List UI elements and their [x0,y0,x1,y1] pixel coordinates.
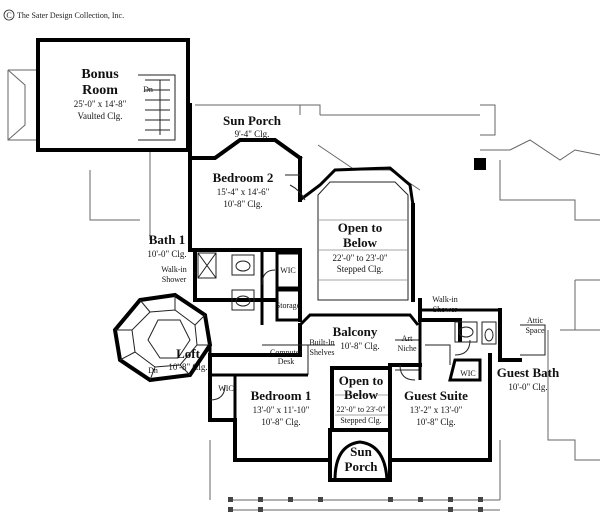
bonus-room-name-1: Bonus [81,67,119,82]
art-niche-1: Art [402,334,413,343]
bonus-room-label: Bonus Room 25'-0" x 14'-8" Vaulted Clg. … [74,67,153,121]
guest-suite-name: Guest Suite [404,388,468,403]
open-below-top-name-1: Open to [338,220,382,235]
bedroom-1-ceiling: 10'-8" Clg. [261,417,300,427]
built-in-shelves-1: Built-In [309,338,334,347]
guest-suite-dims: 13'-2" x 13'-0" [410,405,463,415]
bonus-room-stair: Dn [143,85,153,94]
open-below-bottom-outline [330,366,392,432]
art-niche-2: Niche [397,344,417,353]
deck-posts [228,158,486,512]
open-below-bottom-name-2: Below [344,387,379,402]
guest-bath-label: Guest Bath 10'-0" Clg. [497,365,560,392]
loft-name: Loft [176,346,201,361]
bedroom-1-dims: 13'-0" x 11'-10" [253,405,310,415]
bath-1-label: Bath 1 10'-0" Clg. Walk-in Shower [147,232,186,284]
built-in-shelves-2: Shelves [310,348,335,357]
open-below-bottom-ceiling: Stepped Clg. [340,416,381,425]
bedroom-1-name: Bedroom 1 [251,388,312,403]
wic-bath-label: WIC [280,266,296,275]
bonus-room-dims: 25'-0" x 14'-8" [74,99,127,109]
guest-suite-ceiling: 10'-8" Clg. [416,417,455,427]
walk-in-shower-2: Shower [433,305,458,314]
bedroom-2-ceiling: 10'-8" Clg. [223,199,262,209]
door-swings [209,269,471,401]
sun-porch-top-label: Sun Porch 9'-4" Clg. [223,113,282,139]
balcony-name: Balcony [333,324,378,339]
bedroom-1-label: Bedroom 1 13'-0" x 11'-10" 10'-8" Clg. [251,388,312,427]
copyright-text: The Sater Design Collection, Inc. [17,11,124,20]
roof-outlines [7,69,600,511]
bedroom-2-label: Bedroom 2 15'-4" x 14'-6" 10'-8" Clg. [213,170,274,209]
loft-label: Loft 10'-8" Clg. Dn [148,346,208,375]
sun-porch-bottom-name-2: Porch [345,459,379,474]
storage-label: Storage [276,301,301,310]
bath-1-ceiling: 10'-0" Clg. [147,249,186,259]
loft-ceiling: 10'-8" Clg. [168,362,207,372]
bath-1-note-1: Walk-in [161,265,187,274]
open-below-bottom-label: Open to Below 22'-0" to 23'-0" Stepped C… [337,373,386,425]
attic-space-2: Space [525,326,545,335]
bedroom-2-name: Bedroom 2 [213,170,274,185]
copyright-symbol: C [6,11,11,20]
copyright-notice: C The Sater Design Collection, Inc. [3,9,124,21]
attic-space-1: Attic [527,316,543,325]
open-below-top-dims: 22'-0" to 23'-0" [332,253,387,263]
guest-bath-name: Guest Bath [497,365,560,380]
open-below-top-ceiling: Stepped Clg. [337,264,384,274]
computer-desk-1: Computer [270,348,302,357]
bedroom-2-dims: 15'-4" x 14'-6" [217,187,270,197]
bath-1-name: Bath 1 [149,232,185,247]
wic-guest-label: WIC [460,369,476,378]
bedroom-2-walls [188,103,415,322]
bath-1-note-2: Shower [162,275,187,284]
open-below-top-label: Open to Below 22'-0" to 23'-0" Stepped C… [332,220,387,274]
open-below-bottom-dims: 22'-0" to 23'-0" [337,405,386,414]
guest-suite-walls [388,298,546,462]
bedroom-1-walls [208,373,332,462]
open-below-top-outline [317,181,415,302]
open-below-top-name-2: Below [343,235,378,250]
sun-porch-top-name: Sun Porch [223,113,282,128]
loft-stair: Dn [148,366,158,375]
sun-porch-top-ceiling: 9'-4" Clg. [235,129,270,139]
walk-in-shower-1: Walk-in [432,295,458,304]
bonus-room-name-2: Room [82,83,118,98]
bath-1-walls [193,248,302,325]
guest-suite-label: Guest Suite 13'-2" x 13'-0" 10'-8" Clg. [404,388,468,427]
bonus-room-ceiling: Vaulted Clg. [78,111,123,121]
wic-bedroom-1-label: WIC [218,384,234,393]
sun-porch-bottom-name-1: Sun [350,444,372,459]
open-below-bottom-name-1: Open to [339,373,383,388]
sun-porch-bottom-label: Sun Porch [345,444,379,474]
computer-desk-2: Desk [278,357,294,366]
balcony-label: Balcony 10'-8" Clg. [333,324,380,351]
guest-bath-ceiling: 10'-0" Clg. [508,382,547,392]
balcony-ceiling: 10'-8" Clg. [340,341,379,351]
sun-porch-bottom-walls [328,428,392,482]
